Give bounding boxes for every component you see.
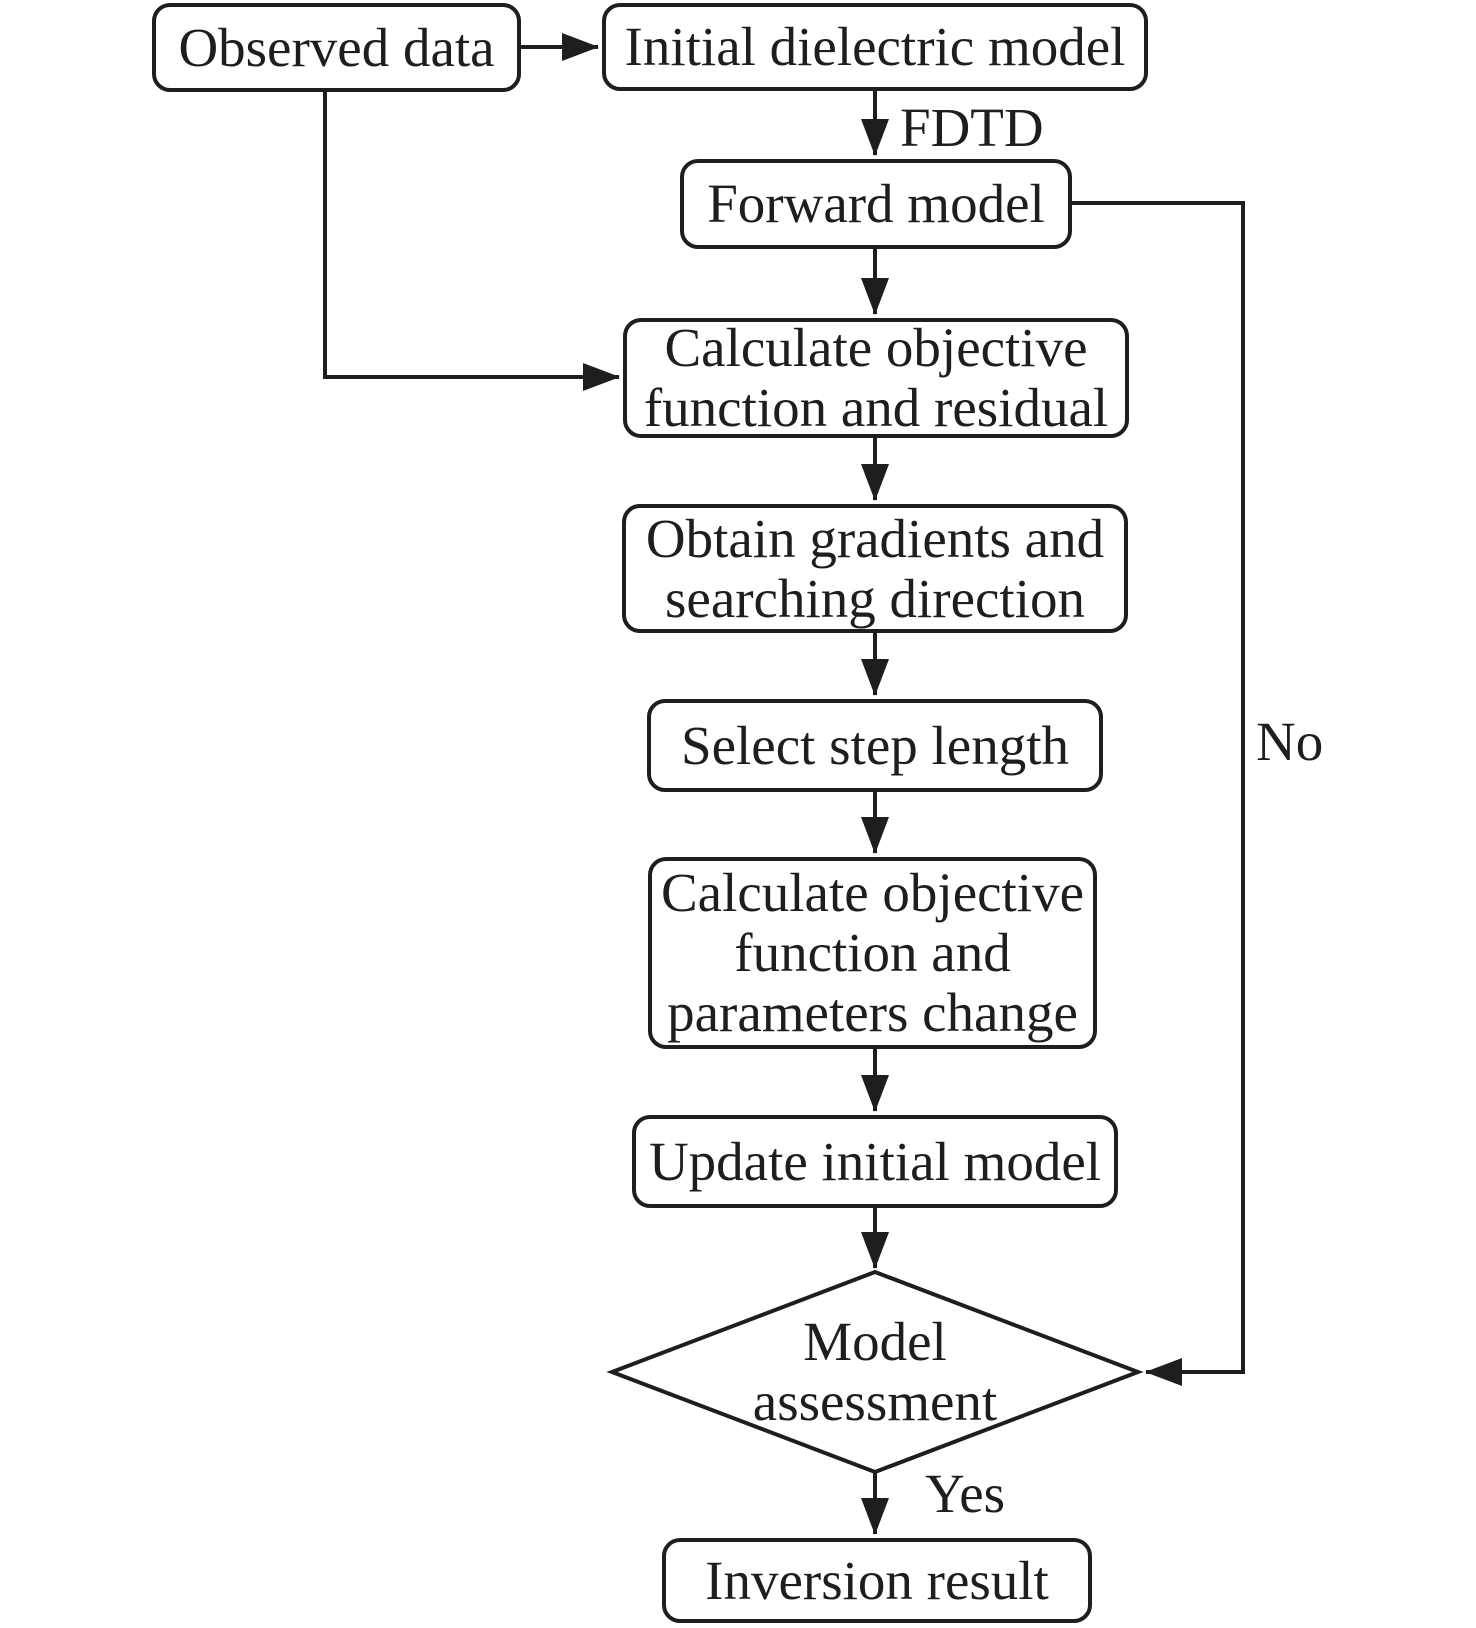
node-initial-dielectric-model-label: Initial dielectric model xyxy=(624,16,1126,78)
edge-assessment-no-loop xyxy=(1072,201,1245,1386)
edge-label-yes: Yes xyxy=(925,1463,1006,1524)
node-inversion-result: Inversion result xyxy=(662,1538,1092,1623)
node-model-assessment-shape xyxy=(606,1269,1144,1475)
node-calculate-objective-residual-label: Calculate objective function and residua… xyxy=(643,317,1109,438)
node-select-step-length-label: Select step length xyxy=(681,714,1069,776)
node-calculate-objective-parameters: Calculate objective function and paramet… xyxy=(648,857,1097,1049)
node-observed-data: Observed data xyxy=(152,3,521,92)
node-calculate-objective-residual: Calculate objective function and residua… xyxy=(623,318,1129,438)
node-forward-model-label: Forward model xyxy=(707,173,1045,235)
node-update-initial-model-label: Update initial model xyxy=(648,1130,1102,1192)
node-obtain-gradients-label: Obtain gradients and searching direction xyxy=(645,507,1105,629)
node-model-assessment-label: Model assessment xyxy=(752,1311,998,1432)
node-update-initial-model: Update initial model xyxy=(632,1115,1118,1208)
node-inversion-result-label: Inversion result xyxy=(705,1549,1049,1611)
node-obtain-gradients: Obtain gradients and searching direction xyxy=(622,504,1128,633)
edge-observed-to-calc-residual xyxy=(323,92,620,391)
node-forward-model: Forward model xyxy=(680,159,1072,249)
node-select-step-length: Select step length xyxy=(647,699,1103,792)
node-initial-dielectric-model: Initial dielectric model xyxy=(602,3,1148,91)
node-calculate-objective-parameters-label: Calculate objective function and paramet… xyxy=(660,862,1084,1043)
edge-label-fdtd: FDTD xyxy=(900,97,1044,158)
node-observed-data-label: Observed data xyxy=(178,16,495,78)
edge-label-no: No xyxy=(1256,711,1324,772)
